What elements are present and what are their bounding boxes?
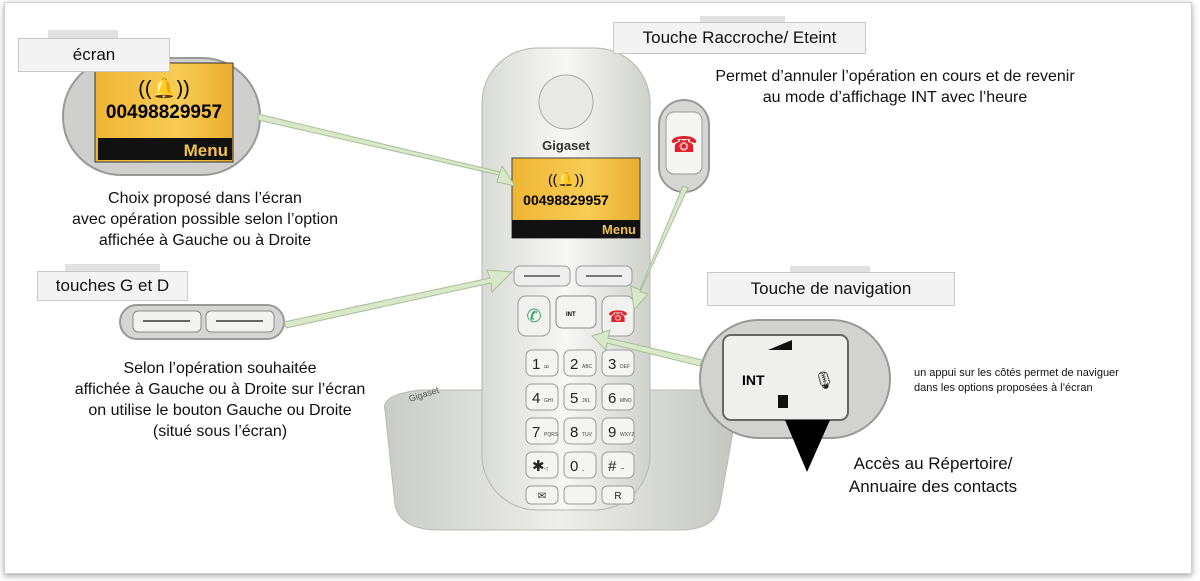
arrow-nav xyxy=(591,329,703,367)
key-letters: ◁ xyxy=(544,466,548,472)
key-digit: 1 xyxy=(532,356,540,373)
hangup-red-icon: ☎ xyxy=(608,309,628,326)
bell-icon: ((🔔)) xyxy=(548,171,584,188)
keypad-key[interactable]: 3 DEF xyxy=(601,349,635,377)
key-letters: PQRS xyxy=(544,432,559,438)
zoom-screen-number: 00498829957 xyxy=(106,102,222,123)
desc-line: au mode d’affichage INT avec l’heure xyxy=(762,89,1028,106)
key-letters: TUV xyxy=(582,432,593,438)
key-digit: 7 xyxy=(532,424,540,441)
down-arrow xyxy=(785,420,830,472)
arrow-gd xyxy=(283,269,514,329)
key-letters: ⊸ xyxy=(620,466,624,472)
desc-line: un appui sur les côtés permet de navigue… xyxy=(914,367,1119,379)
key-digit: # xyxy=(608,458,617,475)
key-letters: MNO xyxy=(620,398,632,404)
bell-icon: ((🔔)) xyxy=(138,77,190,100)
key-digit: 8 xyxy=(570,424,578,441)
key-digit: 4 xyxy=(532,390,540,407)
desc-line: Choix proposé dans l’écran xyxy=(108,190,302,207)
screen-number: 00498829957 xyxy=(523,192,609,208)
pointer-arrows xyxy=(257,113,703,367)
keypad-key[interactable]: 2 ABC xyxy=(563,349,597,377)
bottom-key[interactable]: ✉ xyxy=(525,485,559,505)
bottom-key[interactable]: R xyxy=(601,485,635,505)
nav-key[interactable] xyxy=(555,295,597,329)
earpiece xyxy=(538,74,594,130)
key-letters: ꝏ xyxy=(544,364,549,370)
desc-ecran: Choix proposé dans l’écran avec opératio… xyxy=(25,188,385,251)
bottom-key-label: ✉ xyxy=(538,491,546,502)
keypad-key[interactable]: 0⎵ xyxy=(563,451,597,479)
hangup-red-icon: ☎ xyxy=(670,132,697,157)
key-digit: 2 xyxy=(570,356,578,373)
directory-icon xyxy=(778,395,788,408)
label-touches-gd: touches G et D xyxy=(37,271,188,301)
desc-line: Accès au Répertoire/ xyxy=(853,454,1013,473)
arrow-raccroche xyxy=(630,185,689,312)
desc-line: Permet d’annuler l’opération en cours et… xyxy=(715,68,1075,85)
desc-nav-down: Accès au Répertoire/ Annuaire des contac… xyxy=(818,452,1048,498)
keypad-key[interactable]: 6 MNO xyxy=(601,383,635,411)
desc-line: affichée à Gauche ou à Droite sur l’écra… xyxy=(74,381,366,398)
desc-line: (situé sous l’écran) xyxy=(152,423,288,440)
keypad-key[interactable]: 8 TUV xyxy=(563,417,597,445)
handset-brand: Gigaset xyxy=(542,138,590,153)
end-button[interactable] xyxy=(601,295,635,337)
label-raccroche: Touche Raccroche/ Eteint xyxy=(613,22,866,54)
desc-line: on utilise le bouton Gauche ou Droite xyxy=(88,402,352,419)
key-letters: GHI xyxy=(544,398,553,404)
nav-int-small: INT xyxy=(566,312,576,318)
key-digit: 3 xyxy=(608,356,616,373)
bottom-key[interactable] xyxy=(563,485,597,505)
volume-up-icon xyxy=(768,340,792,350)
mute-icon: 🎙 xyxy=(813,371,835,390)
desc-nav-sides: un appui sur les côtés permet de navigue… xyxy=(914,366,1154,396)
keypad-key[interactable]: 4 GHI xyxy=(525,383,559,411)
key-digit: 0 xyxy=(570,458,578,475)
label-ecran: écran xyxy=(18,38,170,72)
keypad-key[interactable]: 9 WXYZ xyxy=(601,417,635,445)
key-digit: 6 xyxy=(608,390,616,407)
nav-int-label: INT xyxy=(742,372,765,388)
keypad-key[interactable]: 5 JKL xyxy=(563,383,597,411)
desc-line: Selon l’opération souhaitée xyxy=(123,360,317,377)
screen-menu: Menu xyxy=(602,222,636,237)
key-letters: ABC xyxy=(582,364,593,370)
key-letters: DEF xyxy=(620,364,630,370)
bottom-key-label: R xyxy=(614,491,621,502)
arrow-ecran xyxy=(257,113,517,187)
label-navigation: Touche de navigation xyxy=(707,272,955,306)
key-letters: ⎵ xyxy=(582,466,584,472)
key-digit: 9 xyxy=(608,424,616,441)
key-digit: ✱ xyxy=(532,458,545,475)
zoom-screen-menu: Menu xyxy=(184,141,228,160)
key-letters: WXYZ xyxy=(620,432,634,438)
keypad-key[interactable]: 7 PQRS xyxy=(525,417,559,445)
call-button[interactable] xyxy=(517,295,551,337)
desc-line: affichée à Gauche ou à Droite xyxy=(98,232,312,249)
key-letters: JKL xyxy=(582,398,591,404)
key-digit: 5 xyxy=(570,390,578,407)
phone-green-icon: ✆ xyxy=(526,306,541,326)
desc-raccroche: Permet d’annuler l’opération en cours et… xyxy=(630,66,1160,108)
desc-line: dans les options proposées à l’écran xyxy=(914,382,1093,394)
desc-line: Annuaire des contacts xyxy=(848,477,1018,496)
desc-line: avec opération possible selon l’option xyxy=(72,211,338,228)
keypad-key[interactable]: ✱◁ xyxy=(525,451,559,479)
desc-touches-gd: Selon l’opération souhaitée affichée à G… xyxy=(20,358,420,442)
keypad-key[interactable]: #⊸ xyxy=(601,451,635,479)
